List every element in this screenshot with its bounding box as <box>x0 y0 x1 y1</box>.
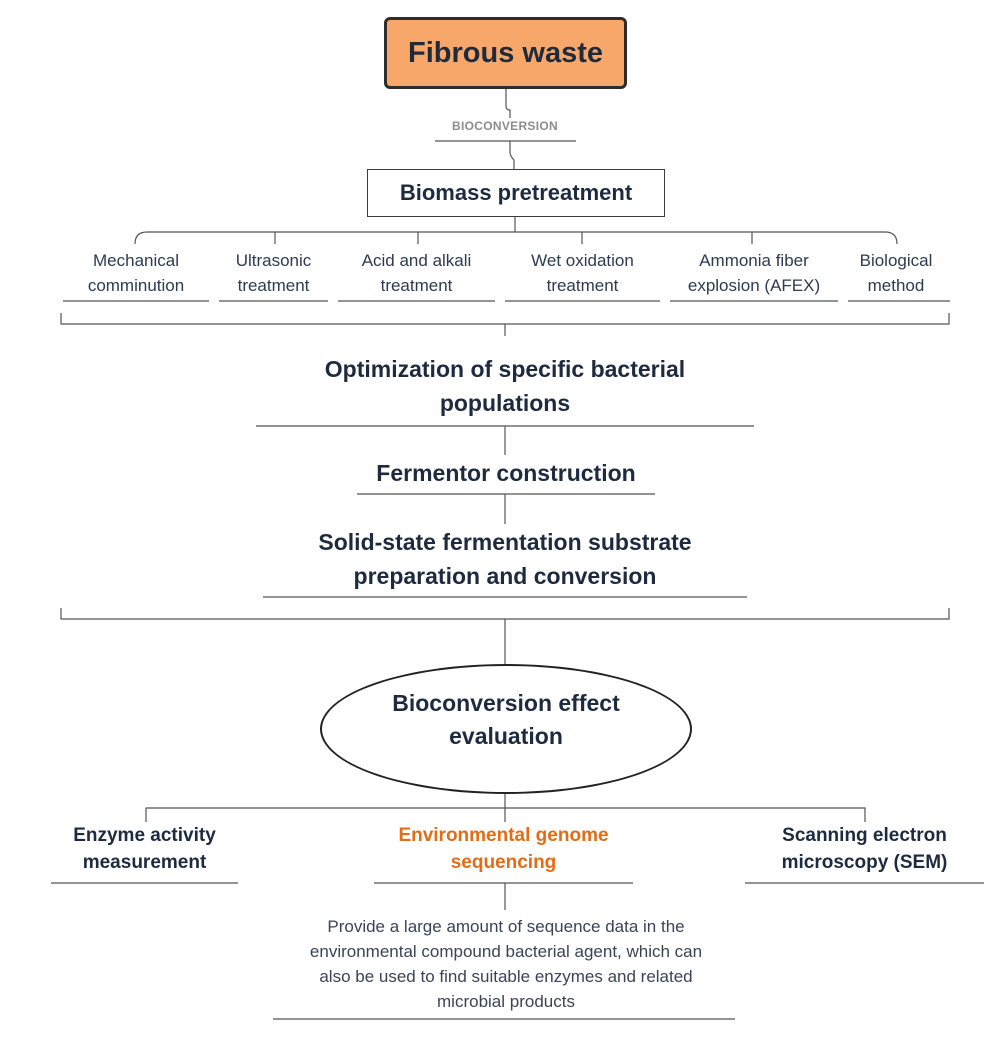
evaluation-line2: evaluation <box>449 723 563 749</box>
method-line1: Mechanical <box>93 251 179 270</box>
outcome-line2: microscopy (SEM) <box>781 852 948 873</box>
step-fermentor: Fermentor construction <box>357 456 655 490</box>
outcome-enzyme-activity: Enzyme activity measurement <box>51 822 238 876</box>
outcome-line2: sequencing <box>450 852 557 873</box>
method-line1: Wet oxidation <box>531 251 634 270</box>
method-ultrasonic: Ultrasonic treatment <box>219 248 328 298</box>
method-line1: Ultrasonic <box>235 251 312 270</box>
outcome-line1: Environmental genome <box>398 825 609 846</box>
method-mechanical: Mechanical comminution <box>63 248 209 298</box>
evaluation-node: Bioconversion effect evaluation <box>320 664 692 794</box>
method-line2: comminution <box>87 276 185 295</box>
note-line4: microbial products <box>437 992 575 1011</box>
evaluation-line1: Bioconversion effect <box>392 690 620 716</box>
step-line2: populations <box>439 390 571 416</box>
note-line3: also be used to find suitable enzymes an… <box>319 967 693 986</box>
method-line2: explosion (AFEX) <box>687 276 821 295</box>
step-solid-state: Solid-state fermentation substrate prepa… <box>263 525 747 593</box>
step-optimization: Optimization of specific bacterial popul… <box>256 352 754 420</box>
method-afex: Ammonia fiber explosion (AFEX) <box>670 248 838 298</box>
connector-label: BIOCONVERSION <box>430 119 580 133</box>
sequencing-note: Provide a large amount of sequence data … <box>276 914 736 1014</box>
outcome-genome-sequencing: Environmental genome sequencing <box>374 822 633 876</box>
method-line2: method <box>867 276 925 295</box>
note-line2: environmental compound bacterial agent, … <box>309 942 703 961</box>
outcome-sem: Scanning electron microscopy (SEM) <box>745 822 984 876</box>
root-node-fibrous-waste: Fibrous waste <box>384 17 627 89</box>
method-biological: Biological method <box>848 248 944 298</box>
step-line1: Solid-state fermentation substrate <box>318 529 692 555</box>
pretreatment-node: Biomass pretreatment <box>367 169 665 217</box>
outcome-line1: Enzyme activity <box>73 825 216 846</box>
method-line2: treatment <box>237 276 310 295</box>
step-line1: Optimization of specific bacterial <box>324 356 686 382</box>
bioconversion-label: BIOCONVERSION <box>452 119 558 133</box>
method-line1: Biological <box>859 251 933 270</box>
step-line1: Fermentor construction <box>376 460 636 486</box>
method-line1: Acid and alkali <box>361 251 472 270</box>
outcome-line2: measurement <box>82 852 207 873</box>
root-label: Fibrous waste <box>408 37 603 69</box>
method-wet-oxidation: Wet oxidation treatment <box>505 248 660 298</box>
method-acid-alkali: Acid and alkali treatment <box>338 248 495 298</box>
method-line2: treatment <box>546 276 619 295</box>
method-line1: Ammonia fiber <box>699 251 809 270</box>
note-line1: Provide a large amount of sequence data … <box>327 917 685 936</box>
outcome-line1: Scanning electron <box>782 825 947 846</box>
method-line2: treatment <box>380 276 453 295</box>
step-line2: preparation and conversion <box>353 563 657 589</box>
pretreatment-title: Biomass pretreatment <box>399 180 633 205</box>
